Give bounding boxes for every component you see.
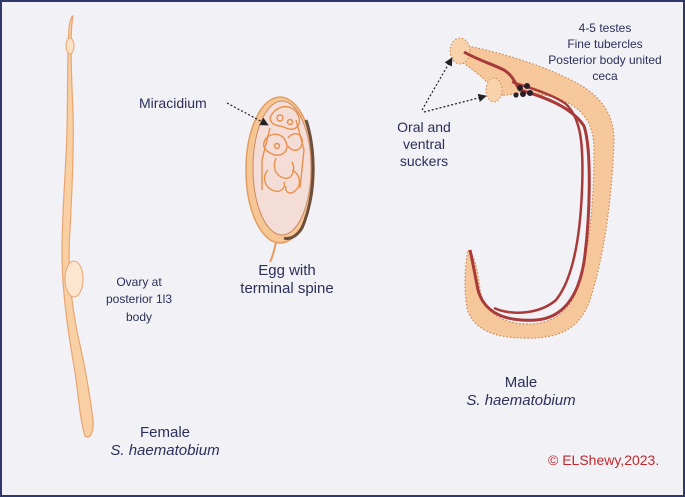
miracidium-shape bbox=[261, 106, 305, 194]
cecum-outer bbox=[463, 50, 591, 322]
label-female-line1: Female bbox=[139, 424, 191, 441]
ventral-sucker bbox=[485, 77, 503, 103]
label-male-features: 4-5 testes Fine tubercles Posterior body… bbox=[540, 21, 670, 85]
testes bbox=[513, 83, 533, 98]
male-worm bbox=[449, 37, 615, 339]
label-female: Female S. haematobium bbox=[100, 424, 230, 460]
label-ovary-line3: body bbox=[125, 309, 153, 324]
label-suckers-line1: Oral and bbox=[397, 119, 451, 135]
label-male-features-line4: ceca bbox=[592, 68, 618, 83]
label-egg-line2: terminal spine bbox=[240, 280, 334, 297]
ovary bbox=[64, 260, 84, 298]
arrow-ventral-sucker bbox=[423, 93, 487, 113]
egg-terminal-spine bbox=[269, 241, 277, 263]
label-ovary-line2: posterior 1l3 bbox=[105, 292, 173, 307]
label-male-features-line2: Fine tubercles bbox=[567, 36, 643, 51]
oral-sucker bbox=[449, 37, 471, 65]
label-male: Male S. haematobium bbox=[456, 374, 586, 410]
copyright-notice: © ELShewy,2023. bbox=[548, 452, 660, 468]
egg-inner bbox=[252, 100, 312, 236]
label-ovary-line1: Ovary at bbox=[116, 275, 162, 289]
label-egg: Egg with terminal spine bbox=[232, 262, 342, 298]
label-suckers-line3: suckers bbox=[399, 152, 449, 169]
pointer-arrows bbox=[226, 57, 487, 126]
label-male-species: S. haematobium bbox=[466, 392, 576, 409]
label-male-line1: Male bbox=[504, 374, 538, 391]
label-suckers: Oral and ventral suckers bbox=[384, 119, 464, 169]
egg bbox=[245, 96, 315, 263]
female-body bbox=[61, 15, 94, 438]
label-miracidium: Miracidium bbox=[139, 95, 207, 111]
male-body bbox=[457, 43, 615, 339]
arrow-oral-sucker bbox=[421, 57, 453, 111]
label-female-species: S. haematobium bbox=[110, 442, 220, 459]
label-male-features-line1: 4-5 testes bbox=[578, 21, 632, 35]
label-ovary: Ovary at posterior 1l3 body bbox=[96, 274, 182, 326]
cecum-inner bbox=[493, 80, 584, 314]
egg-wall-shadow bbox=[283, 119, 315, 240]
female-worm bbox=[61, 15, 94, 438]
label-egg-line1: Egg with bbox=[258, 262, 316, 279]
label-male-features-line3: Posterior body united bbox=[548, 52, 662, 67]
female-oral-sucker bbox=[65, 37, 75, 55]
label-suckers-line2: ventral bbox=[402, 135, 446, 152]
